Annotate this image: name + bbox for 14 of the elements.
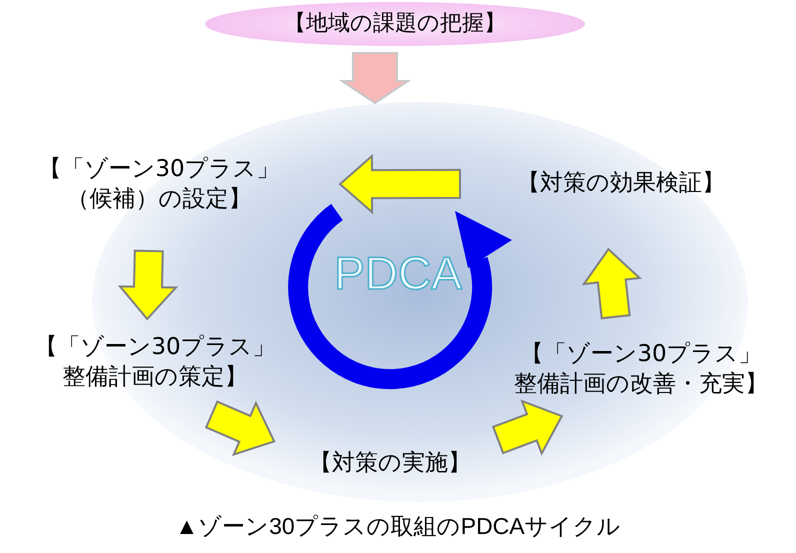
figure-caption: ▲ゾーン30プラスの取組のPDCAサイクル bbox=[174, 512, 622, 541]
block-arrow bbox=[204, 400, 276, 456]
stage-label: 【対策の効果検証】 bbox=[495, 166, 747, 202]
stage-label: 【「ゾーン30プラス」整備計画の策定】 bbox=[4, 328, 306, 398]
stage-label: 【「ゾーン30プラス」整備計画の改善・充実】 bbox=[488, 336, 794, 404]
stage-label: 【「ゾーン30プラス」（候補）の設定】 bbox=[8, 150, 310, 220]
block-arrow bbox=[582, 248, 642, 320]
stage-label: 【対策の実施】 bbox=[285, 446, 495, 482]
block-arrow bbox=[338, 154, 461, 214]
block-arrow bbox=[118, 250, 178, 321]
block-arrow bbox=[338, 52, 412, 104]
cycle-title: PDCA bbox=[333, 250, 463, 296]
block-arrow bbox=[492, 399, 564, 456]
stage-ellipse: 【地域の課題の把握】 bbox=[205, 2, 585, 46]
